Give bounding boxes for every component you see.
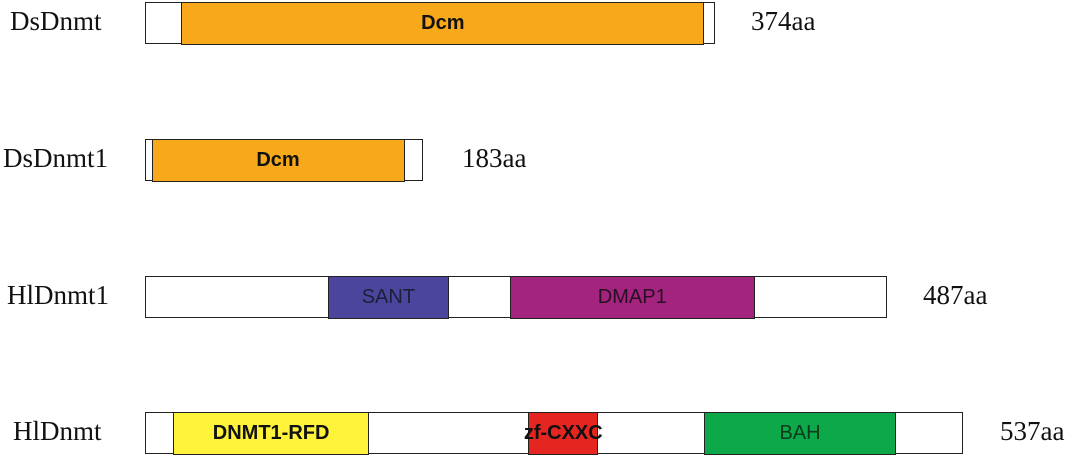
domain-label: DNMT1-RFD: [212, 421, 330, 444]
protein-name: HlDnmt: [13, 416, 102, 446]
domain-label: zf-CXXC: [523, 421, 603, 444]
protein-name: DsDnmt1: [3, 143, 109, 173]
domain-block: zf-CXXC: [524, 411, 603, 455]
protein-name: DsDnmt: [10, 6, 102, 36]
domain-block: DNMT1-RFD: [172, 411, 370, 455]
domain-block: DMAP1: [509, 275, 755, 319]
protein-length: 183aa: [462, 143, 527, 173]
domain-block: Dcm: [151, 138, 405, 182]
protein-length: 487aa: [923, 280, 988, 310]
protein-bar: DNMT1-RFD zf-CXXC BAH: [145, 411, 963, 455]
protein-length: 374aa: [751, 6, 816, 36]
protein-name: HlDnmt1: [7, 280, 110, 310]
protein-bar: SANT DMAP1: [145, 275, 887, 319]
domain-label: Dcm: [421, 11, 465, 34]
protein-length: 537aa: [1000, 416, 1065, 446]
domain-label: BAH: [779, 421, 821, 444]
domain-label: SANT: [361, 285, 416, 308]
protein-bar: Dcm: [145, 1, 715, 45]
domain-label: DMAP1: [597, 285, 667, 308]
domain-label: Dcm: [256, 148, 300, 171]
domain-block: SANT: [327, 275, 449, 319]
protein-bar: Dcm: [145, 138, 423, 182]
domain-block: BAH: [704, 411, 896, 455]
domain-block: Dcm: [181, 1, 705, 45]
